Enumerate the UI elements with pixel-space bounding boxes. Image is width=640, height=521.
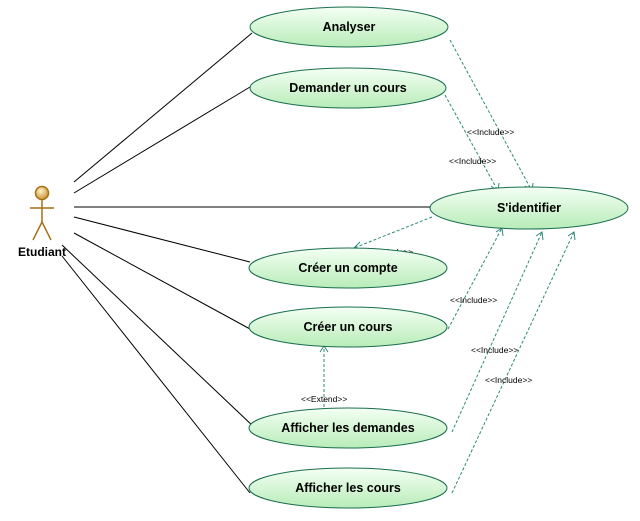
actor-etudiant[interactable]: Etudiant: [18, 185, 66, 260]
association-afficher-cours: [61, 255, 251, 494]
association-analyser: [73, 32, 253, 183]
include-label-creer-cours: <<Include>>: [450, 295, 497, 305]
use-case-demander-cours[interactable]: Demander un cours: [249, 67, 447, 109]
use-case-label: Créer un compte: [298, 261, 397, 275]
associations: [61, 32, 430, 494]
include-label-demander: <<Include>>: [449, 156, 496, 166]
include-creer-cours-identifier: [447, 227, 503, 330]
actor-icon: [30, 185, 54, 241]
include-label-afficher-cours: <<Include>>: [485, 375, 532, 385]
arrowhead: [535, 231, 544, 241]
include-identifier-creer-compte: [353, 216, 433, 249]
arrowhead: [567, 231, 576, 241]
use-case-label: Créer un cours: [304, 320, 393, 334]
dependencies: [323, 39, 575, 494]
association-demander-cours: [73, 86, 251, 194]
include-label-afficher-demandes: <<Include>>: [471, 345, 518, 355]
extend-label: <<Extend>>: [301, 394, 347, 404]
use-case-label: S'identifier: [497, 201, 561, 215]
use-case-analyser[interactable]: Analyser: [249, 6, 449, 48]
use-case-identifier[interactable]: S'identifier: [429, 186, 629, 230]
actor-label: Etudiant: [18, 245, 66, 259]
include-afficher-demandes-identifier: [451, 231, 543, 433]
use-case-label: Analyser: [323, 20, 376, 34]
arrowhead: [495, 227, 504, 237]
include-afficher-cours-identifier: [451, 231, 575, 494]
use-case-label: Afficher les demandes: [281, 421, 414, 435]
include-label-analyser: <<Include>>: [467, 127, 514, 137]
use-case-afficher-demandes[interactable]: Afficher les demandes: [248, 407, 448, 449]
use-case-label: Demander un cours: [289, 81, 406, 95]
include-demander-identifier: [444, 94, 499, 192]
use-case-label: Afficher les cours: [295, 481, 401, 495]
use-case-creer-cours[interactable]: Créer un cours: [248, 306, 448, 348]
use-case-creer-compte[interactable]: Créer un compte: [248, 247, 448, 289]
association-afficher-demandes: [61, 244, 256, 429]
use-case-afficher-cours[interactable]: Afficher les cours: [248, 467, 448, 509]
association-creer-compte: [73, 216, 251, 263]
association-creer-cours: [73, 232, 251, 330]
include-analyser-identifier: [449, 39, 533, 192]
